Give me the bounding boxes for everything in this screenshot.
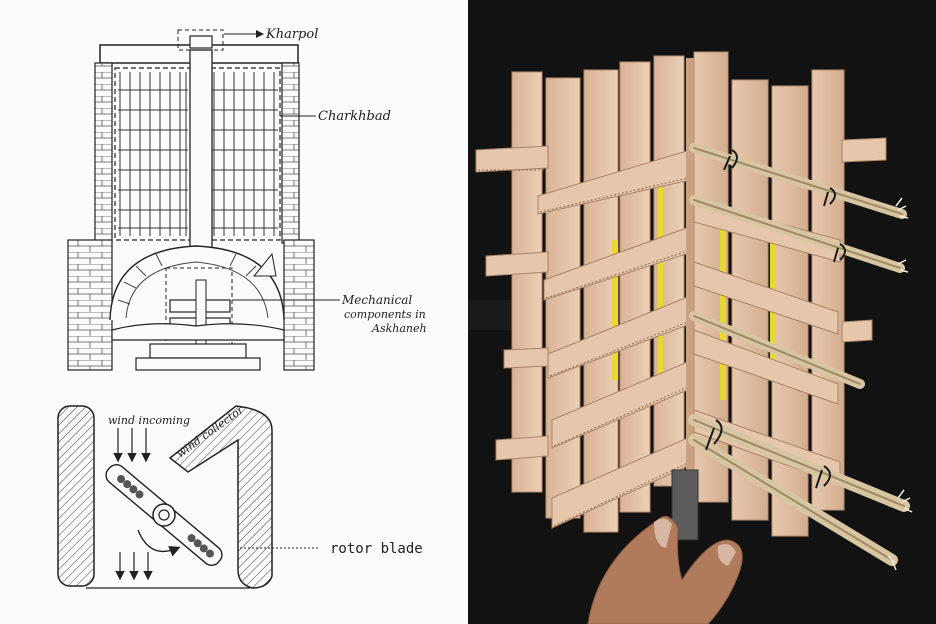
rotor-model: [475, 51, 913, 571]
windmill-sketch-panel: Kharpol Charkhbad Mechanical components …: [57, 27, 427, 589]
charkhbad-label: Charkhbad: [318, 109, 391, 124]
rotor-plan-drawing: [57, 405, 320, 589]
cardboard-model-photo: [468, 0, 936, 624]
rotor-blade-label: rotor blade: [330, 541, 423, 557]
windmill-elevation-drawing: [67, 29, 340, 371]
mechanical-label-line2: components in: [344, 308, 426, 321]
kharpol-label: Kharpol: [265, 27, 318, 42]
hand: [587, 515, 743, 624]
mechanical-label-line3: Askhaneh: [371, 322, 427, 335]
wind-incoming-label: wind incoming: [108, 414, 190, 427]
mechanical-label-line1: Mechanical: [341, 293, 412, 307]
